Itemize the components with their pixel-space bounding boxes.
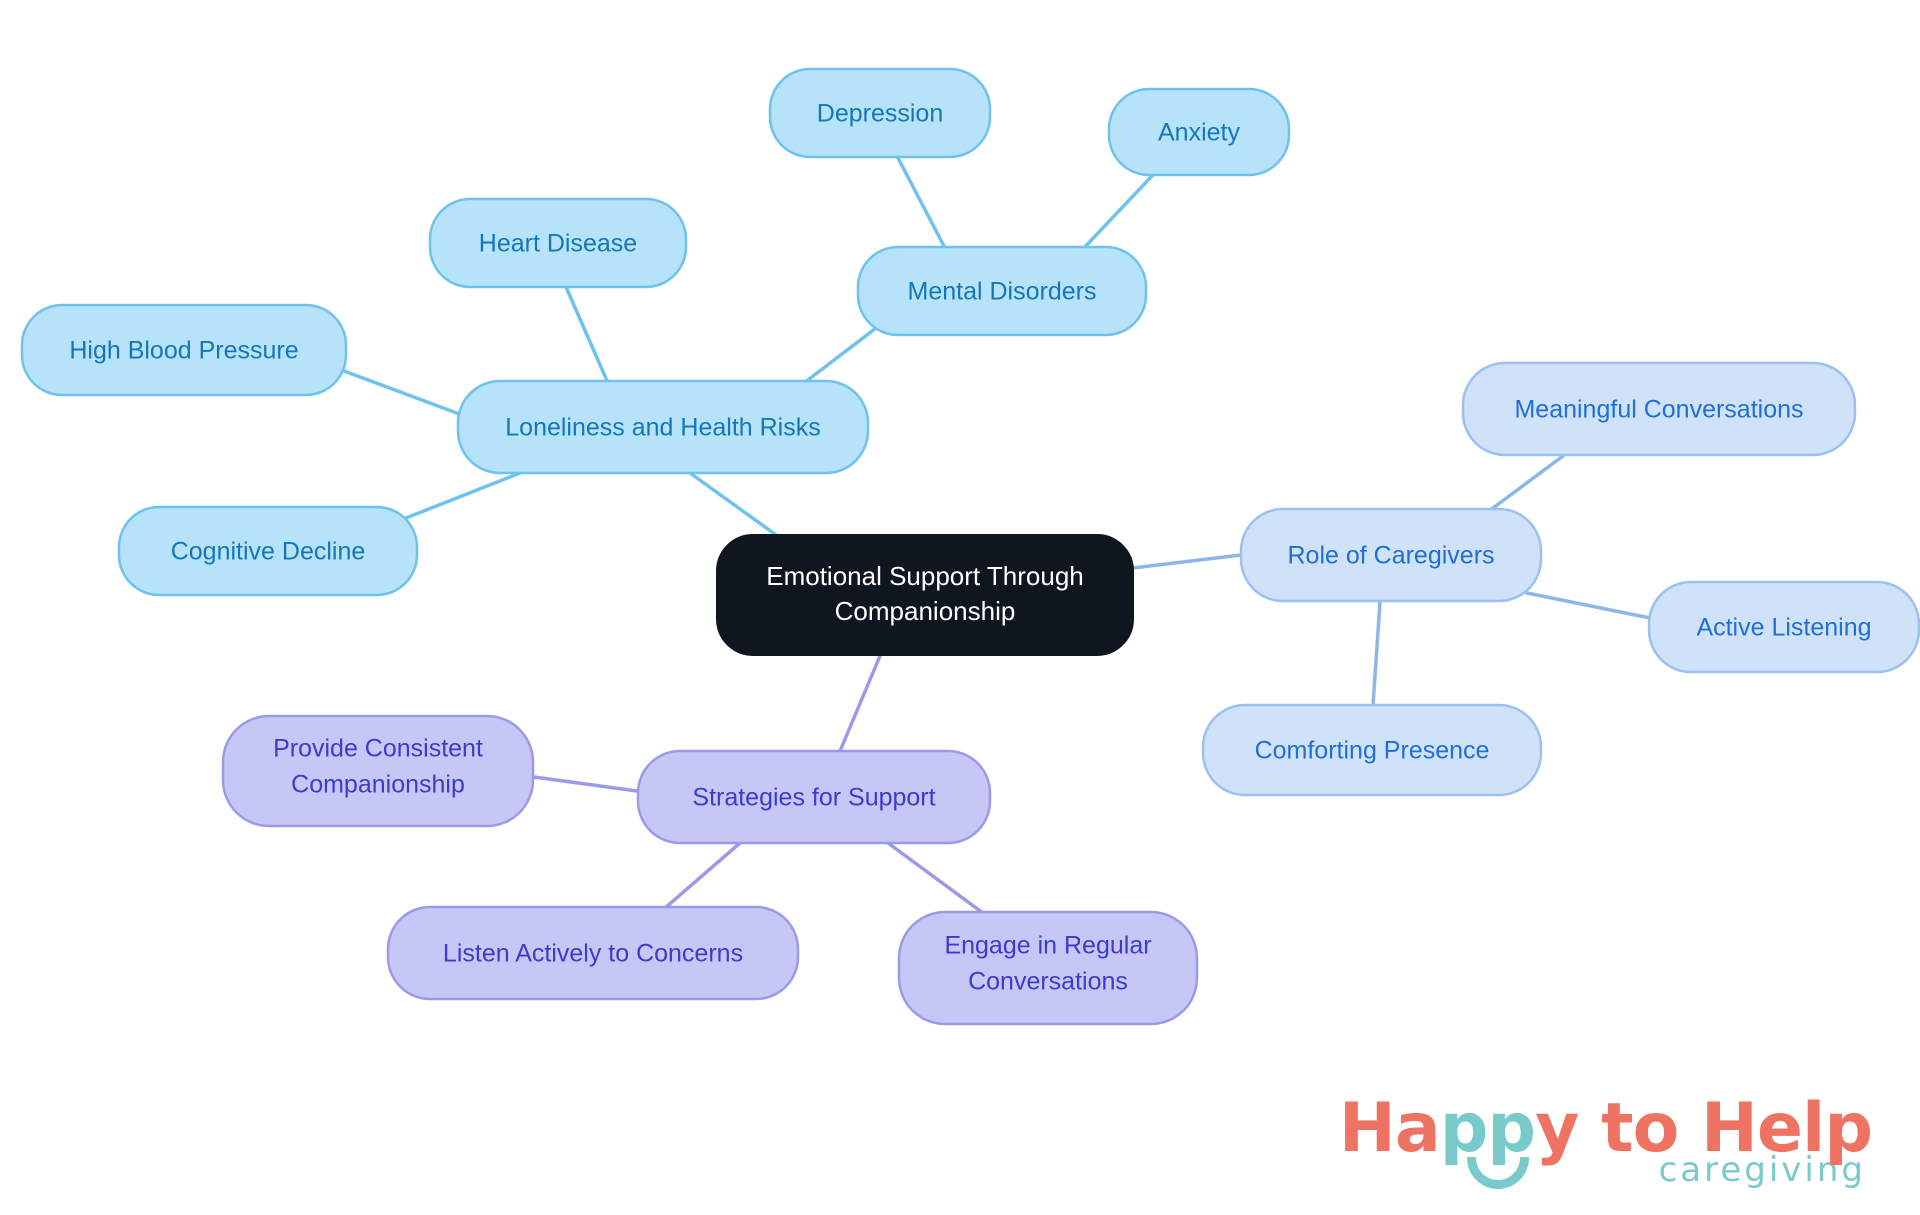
node-label: Mental Disorders: [908, 278, 1097, 306]
node-label-line2: Companionship: [291, 771, 465, 799]
brand-logo: Happy to Help caregiving: [1339, 1095, 1873, 1190]
brand-logo-tagline: caregiving: [1658, 1150, 1866, 1190]
node-label: Anxiety: [1158, 119, 1240, 147]
edge-role-of-caregivers-to-active-listening: [1525, 591, 1652, 620]
logo-text-y: y: [1535, 1089, 1579, 1168]
node-label: Comforting Presence: [1255, 737, 1490, 765]
node-label: Cognitive Decline: [171, 538, 366, 566]
edge-strategies-to-engage-in-regular-conversations: [886, 841, 985, 915]
node-label: Role of Caregivers: [1287, 542, 1494, 570]
node-comforting-presence[interactable]: Comforting Presence: [1201, 703, 1543, 797]
edge-role-of-caregivers-to-comforting-presence: [1371, 600, 1382, 707]
node-label: Depression: [817, 100, 943, 128]
edge-root-to-role-of-caregivers: [1131, 553, 1243, 570]
node-loneliness-and-health-risks[interactable]: Loneliness and Health Risks: [456, 379, 870, 475]
logo-text-pp: pp: [1439, 1089, 1536, 1168]
node-label: Meaningful Conversations: [1514, 396, 1803, 424]
edge-mental-disorders-to-depression: [896, 156, 947, 250]
smile-arc-icon: [1466, 1157, 1529, 1189]
root-label-line1: Emotional Support Through: [766, 561, 1084, 591]
node-label: Listen Actively to Concerns: [443, 940, 743, 968]
node-label: Heart Disease: [479, 230, 637, 258]
node-cognitive-decline[interactable]: Cognitive Decline: [117, 505, 419, 597]
node-label: Loneliness and Health Risks: [505, 414, 820, 442]
edge-root-to-strategies-for-support: [838, 654, 882, 753]
logo-text-to-help: to Help: [1578, 1089, 1873, 1168]
node-root-emotional-support-through-companionship[interactable]: Emotional Support Through Companionship: [716, 534, 1134, 656]
node-listen-actively-to-concerns[interactable]: Listen Actively to Concerns: [386, 905, 800, 1001]
brand-logo-wordmark: Happy to Help: [1339, 1095, 1873, 1189]
node-engage-in-regular-conversations[interactable]: Engage in Regular Conversations: [897, 910, 1199, 1026]
edge-strategies-to-listen-actively-to-concerns: [663, 841, 742, 910]
root-label-line2: Companionship: [835, 596, 1016, 626]
node-label-line1: Provide Consistent: [273, 735, 483, 763]
node-label-line1: Engage in Regular: [944, 932, 1151, 960]
node-meaningful-conversations[interactable]: Meaningful Conversations: [1461, 361, 1857, 457]
node-label: Active Listening: [1696, 614, 1871, 642]
edges-layer: [342, 156, 1652, 915]
node-high-blood-pressure[interactable]: High Blood Pressure: [20, 303, 348, 397]
node-label-line2: Conversations: [968, 968, 1128, 996]
node-label: High Blood Pressure: [69, 337, 298, 365]
node-active-listening[interactable]: Active Listening: [1647, 580, 1920, 674]
edge-root-to-loneliness: [688, 471, 792, 547]
edge-strategies-to-provide-consistent-companionship: [532, 775, 639, 793]
edge-loneliness-to-cognitive-decline: [404, 471, 522, 520]
node-heart-disease[interactable]: Heart Disease: [428, 197, 688, 289]
edge-loneliness-to-mental-disorders: [798, 323, 882, 388]
node-role-of-caregivers[interactable]: Role of Caregivers: [1239, 507, 1543, 603]
node-strategies-for-support[interactable]: Strategies for Support: [636, 749, 992, 845]
edge-mental-disorders-to-anxiety: [1080, 174, 1154, 252]
node-depression[interactable]: Depression: [768, 67, 992, 159]
logo-text-ha: Ha: [1338, 1089, 1441, 1168]
node-mental-disorders[interactable]: Mental Disorders: [856, 245, 1148, 337]
node-label: Strategies for Support: [692, 784, 935, 812]
edge-loneliness-to-high-blood-pressure: [342, 369, 464, 417]
edge-role-of-caregivers-to-meaningful-conversations: [1487, 454, 1565, 513]
node-provide-consistent-companionship[interactable]: Provide Consistent Companionship: [221, 714, 535, 828]
node-anxiety[interactable]: Anxiety: [1107, 87, 1291, 177]
edge-loneliness-to-heart-disease: [564, 285, 610, 385]
